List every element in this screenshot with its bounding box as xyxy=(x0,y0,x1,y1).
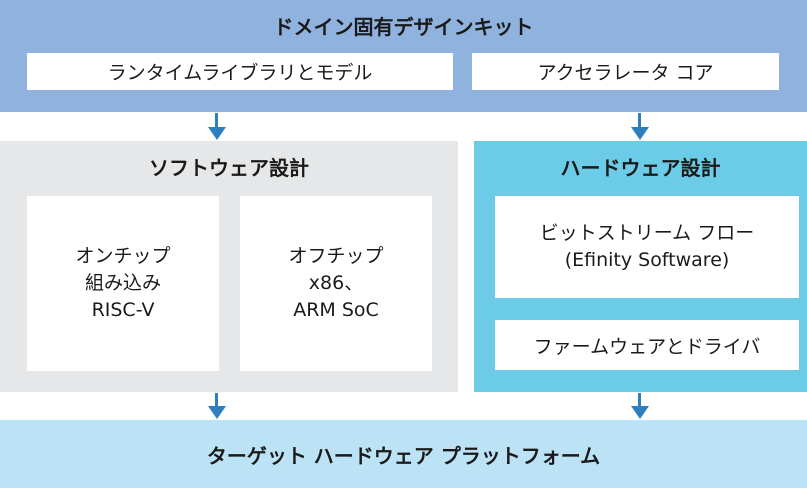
arrow-to-platform-left xyxy=(208,393,226,420)
bitstream-line: (Efinity Software) xyxy=(564,249,730,271)
arrow-to-platform-right xyxy=(631,393,649,420)
onchip-line: RISC-V xyxy=(91,299,155,321)
hardware-design-title: ハードウェア設計 xyxy=(560,155,721,180)
domain-kit-title: ドメイン固有デザインキット xyxy=(273,14,534,39)
offchip-line: ARM SoC xyxy=(293,299,379,321)
bitstream-line: ビットストリーム フロー xyxy=(539,222,755,244)
offchip-line: オフチップ xyxy=(288,245,384,267)
onchip-box: オンチップ 組み込み RISC-V xyxy=(27,196,219,371)
arrow-to-software xyxy=(208,113,226,141)
accelerator-core-box: アクセラレータ コア xyxy=(472,53,779,90)
software-design-title: ソフトウェア設計 xyxy=(149,155,309,180)
arrow-to-hardware xyxy=(631,113,649,141)
offchip-box: オフチップ x86、 ARM SoC xyxy=(240,196,432,371)
target-platform-band: ターゲット ハードウェア プラットフォーム xyxy=(0,420,807,488)
bitstream-flow-box: ビットストリーム フロー (Efinity Software) xyxy=(495,196,799,298)
firmware-driver-box: ファームウェアとドライバ xyxy=(495,320,799,370)
onchip-line: 組み込み xyxy=(84,272,161,294)
offchip-line: x86、 xyxy=(308,272,364,294)
onchip-line: オンチップ xyxy=(75,245,171,267)
runtime-library-box: ランタイムライブラリとモデル xyxy=(27,53,453,90)
